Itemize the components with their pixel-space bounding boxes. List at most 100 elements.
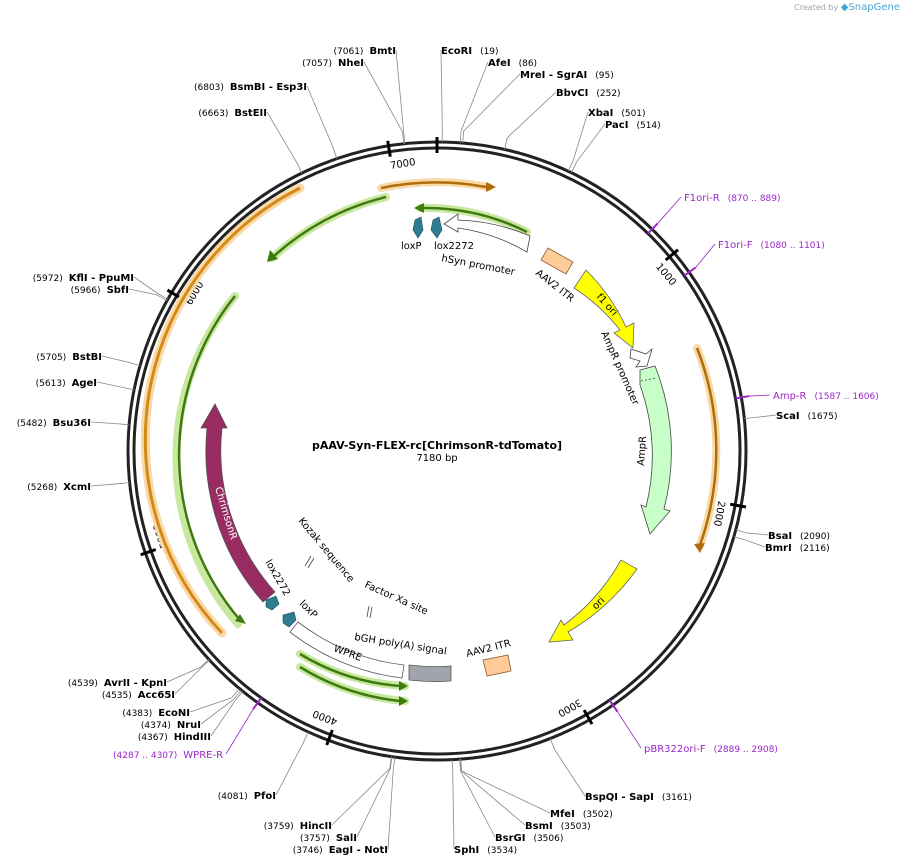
site-line (733, 536, 766, 548)
site-label[interactable]: MreI - SgrAI(95) (520, 70, 614, 81)
site-line (549, 738, 586, 797)
site-label[interactable]: (5966)SbfI (71, 285, 129, 296)
site-label[interactable]: AfeI(86) (488, 58, 537, 69)
site-line (744, 414, 777, 420)
site-line (306, 85, 338, 159)
primer-label[interactable]: (4287 .. 4307)WPRE-R (113, 750, 223, 761)
feature-green-bottom-1[interactable] (296, 650, 409, 691)
site-label[interactable]: MfeI(3502) (550, 809, 613, 820)
tick-mark-1000 (664, 248, 679, 262)
site-line (735, 529, 769, 536)
site-label[interactable]: (3757)SalI (300, 833, 357, 844)
site-label[interactable]: SphI(3534) (454, 845, 517, 856)
site-line (462, 73, 521, 144)
site-label[interactable]: (4367)HindIII (138, 732, 211, 743)
site-labels: EcoRI(19)AfeI(86)MreI - SgrAI(95) BbvCI(2… (17, 46, 838, 856)
site-label[interactable]: (7057)NheI (302, 58, 364, 69)
site-line (331, 756, 392, 826)
f1-ori-arrow[interactable] (573, 269, 635, 349)
site-lines (90, 49, 777, 850)
primer-line (695, 243, 716, 268)
ori-arrow[interactable] (548, 559, 638, 643)
feature-green-top[interactable] (267, 193, 390, 262)
primer-label[interactable]: Amp-R(1587 .. 1606) (773, 391, 879, 402)
primer-mark (252, 697, 263, 710)
site-line (133, 276, 169, 300)
primer-line (617, 711, 642, 749)
site-label[interactable]: BmrI(2116) (765, 543, 830, 554)
site-line (200, 689, 242, 725)
site-label[interactable]: (6663)BstEII (198, 108, 267, 119)
site-line (90, 482, 130, 487)
primer-mark (683, 266, 697, 277)
itr-bottom-box[interactable] (482, 654, 512, 677)
ampr-promoter-arrow[interactable] (629, 347, 653, 368)
site-label[interactable]: (6803)BsmBI - Esp3I (194, 82, 307, 93)
loxp-top-marker[interactable] (412, 216, 424, 239)
site-line (395, 49, 406, 144)
site-line (460, 759, 526, 826)
site-line (387, 757, 396, 850)
site-label[interactable]: (7061)BmtI (334, 46, 396, 57)
primer-label[interactable]: F1ori-R(870 .. 889) (684, 193, 781, 204)
label-loxp-bottom: loxP (297, 598, 319, 620)
site-line (459, 759, 496, 838)
snapgene-brand: Created by ◆SnapGene (794, 2, 900, 13)
site-label[interactable]: (4081)PfoI (218, 791, 276, 802)
feature-orange-top[interactable] (377, 178, 496, 192)
site-label[interactable]: BbvCI(252) (556, 88, 621, 99)
label-itr-top: AAV2 ITR (533, 268, 576, 305)
site-label[interactable]: (5268)XcmI (27, 482, 91, 493)
site-label[interactable]: BspQI - SapI(3161) (585, 792, 692, 803)
feature-green-bottom-2[interactable] (296, 663, 409, 706)
primer-mark (608, 699, 619, 713)
site-line (210, 691, 244, 737)
feature-green-inner-top[interactable] (414, 203, 531, 236)
site-label[interactable]: BsmI(3503) (525, 821, 591, 832)
tick-mark-7000 (386, 140, 392, 157)
chrimsonr-arrow[interactable] (200, 403, 276, 603)
site-label[interactable]: (5613)AgeI (36, 378, 97, 389)
loxp-bottom-marker[interactable] (282, 611, 297, 628)
site-label[interactable]: PacI(514) (605, 120, 661, 131)
site-line (189, 688, 240, 713)
tick-mark-2000 (729, 502, 747, 509)
plasmid-title: pAAV-Syn-FLEX-rc[ChrimsonR-tdTomato] (312, 439, 562, 452)
feature-orange-right[interactable] (693, 344, 721, 553)
site-label[interactable]: BsaI(2090) (768, 531, 830, 542)
primer-line (225, 709, 254, 755)
primer-label[interactable]: F1ori-F(1080 .. 1101) (718, 240, 825, 251)
site-line (166, 659, 210, 683)
feature-orange-outer[interactable] (140, 183, 305, 638)
lox2272-top-marker[interactable] (430, 216, 443, 239)
site-label[interactable]: (4374)NruI (141, 720, 201, 731)
lox2272-bottom-marker[interactable] (265, 595, 280, 611)
itr-top-box[interactable] (540, 247, 574, 275)
site-label[interactable]: EcoRI(19) (441, 46, 499, 57)
site-label[interactable]: (4539)AvrII - KpnI (68, 678, 167, 689)
label-bgh-polya: bGH poly(A) signal (354, 632, 448, 657)
site-label[interactable]: XbaI(501) (588, 108, 646, 119)
site-label[interactable]: (3746)EagI - NotI (293, 845, 388, 856)
hsyn-promoter-arrow[interactable] (443, 213, 531, 253)
primer-label[interactable]: pBR322ori-F(2889 .. 2908) (644, 744, 778, 755)
site-label[interactable]: (5482)Bsu36I (17, 418, 91, 429)
tick-label-3000: 3000 (556, 696, 584, 718)
label-ampr: AmpR (636, 436, 649, 467)
site-label[interactable]: (5972)KflI - PpuMI (33, 273, 134, 284)
site-label[interactable]: (4535)Acc65I (102, 690, 175, 701)
wpre-box[interactable] (289, 621, 405, 679)
tick-label-2000: 2000 (711, 500, 726, 527)
site-label[interactable]: ScaI(1675) (776, 411, 838, 422)
site-label[interactable]: BsrGI(3506) (495, 833, 563, 844)
site-label[interactable]: (5705)BstBI (36, 352, 102, 363)
tick-label-1000: 1000 (653, 262, 678, 289)
site-label[interactable]: (3759)HincII (264, 821, 332, 832)
ampr-arrow[interactable] (639, 365, 672, 535)
plasmid-length: 7180 bp (416, 453, 457, 464)
feature-green-left[interactable] (172, 292, 246, 628)
tick-mark-5000 (140, 548, 157, 557)
site-label[interactable]: (4383)EcoNI (122, 708, 190, 719)
bgh-polya-box[interactable] (408, 664, 452, 682)
